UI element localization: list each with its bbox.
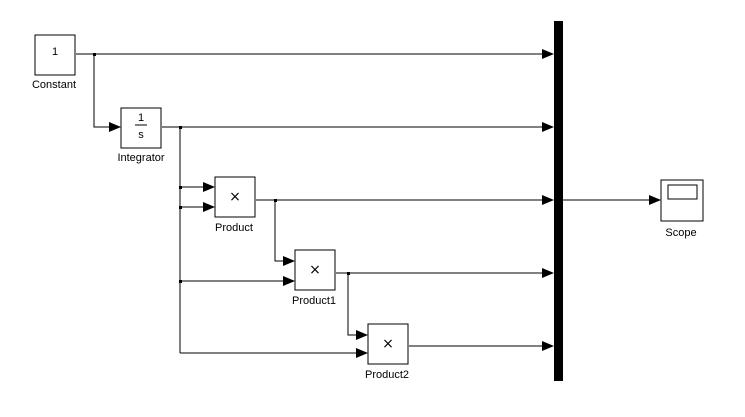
multiply-icon: × — [382, 336, 394, 352]
branch-point — [179, 206, 182, 209]
integrator-label: Integrator — [117, 152, 164, 164]
signal-product1-to-product2[interactable] — [347, 273, 368, 340]
integrator-denominator: s — [138, 129, 144, 141]
product2-block[interactable]: × Product2 — [365, 323, 409, 381]
integrator-numerator: 1 — [138, 112, 144, 124]
branch-points — [93, 53, 350, 283]
scope-label: Scope — [665, 227, 696, 239]
signal-lines — [76, 49, 661, 358]
branch-point — [274, 199, 277, 202]
mux-bar[interactable] — [554, 21, 563, 381]
constant-block[interactable]: 1 Constant — [32, 34, 76, 91]
branch-point — [179, 280, 182, 283]
product-label: Product — [215, 222, 253, 234]
scope-block[interactable]: Scope — [660, 179, 704, 239]
constant-label: Constant — [32, 79, 76, 91]
product2-label: Product2 — [365, 369, 409, 381]
branch-point — [179, 186, 182, 189]
product-block[interactable]: × Product — [214, 176, 256, 234]
product1-label: Product1 — [292, 295, 336, 307]
branch-point — [93, 53, 96, 56]
branch-point — [347, 272, 350, 275]
signal-product-to-product1[interactable] — [274, 200, 295, 266]
integrator-block[interactable]: 1 s Integrator — [117, 107, 165, 164]
constant-value: 1 — [52, 46, 58, 58]
branch-point — [179, 126, 182, 129]
multiply-icon: × — [229, 189, 241, 205]
multiply-icon: × — [309, 262, 321, 278]
signal-constant-to-integrator[interactable] — [93, 54, 121, 132]
product1-block[interactable]: × Product1 — [292, 249, 336, 307]
scope-icon — [667, 184, 698, 200]
